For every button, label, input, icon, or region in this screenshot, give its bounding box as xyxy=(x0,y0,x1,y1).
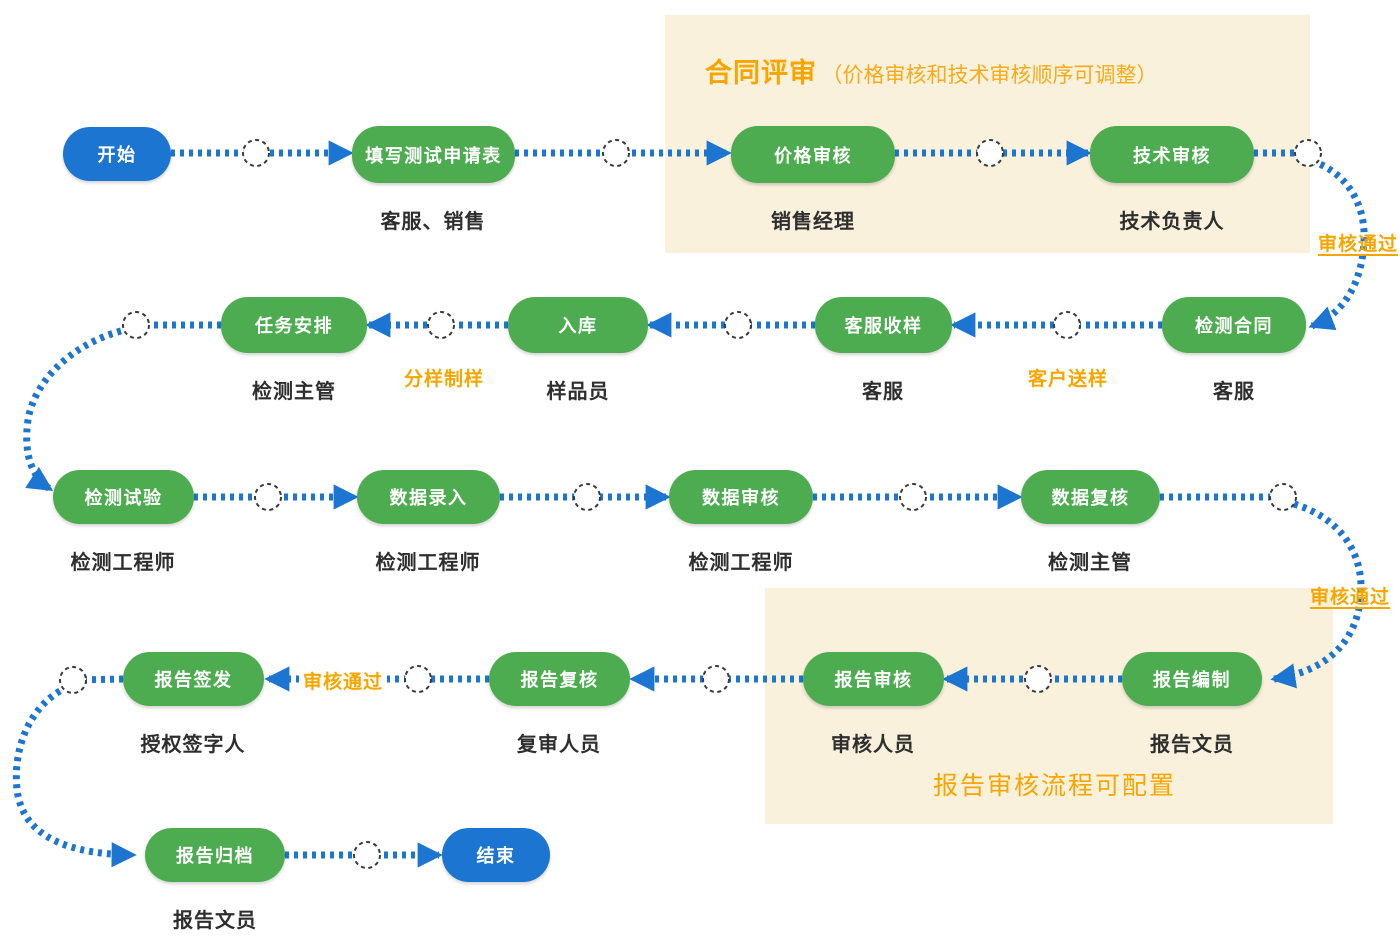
role-label-test: 检测工程师 xyxy=(70,552,176,574)
role-label-apply: 客服、销售 xyxy=(380,211,486,233)
curve-task-test xyxy=(23,327,122,492)
node-report-draft: 报告编制 xyxy=(1122,652,1262,706)
role-label-receive: 客服 xyxy=(862,381,904,403)
joint-circle xyxy=(702,665,730,693)
node-sample-receipt: 客服收样 xyxy=(815,297,952,353)
joint-circle xyxy=(427,311,455,339)
node-report-review: 报告审核 xyxy=(803,652,944,706)
node-end: 结束 xyxy=(442,828,550,882)
role-label-rrecheck: 复审人员 xyxy=(517,734,601,756)
role-label-contract: 客服 xyxy=(1213,381,1255,403)
role-label-archive: 报告文员 xyxy=(173,910,257,932)
node-data-recheck: 数据复核 xyxy=(1021,470,1160,524)
role-label-review: 检测工程师 xyxy=(688,552,794,574)
node-warehouse-in: 入库 xyxy=(508,297,648,353)
joint-circles xyxy=(59,139,1322,869)
joint-circle xyxy=(122,311,150,339)
curve-recheck-draft xyxy=(1270,500,1365,689)
annotation-customer-send-sample: 客户送样 xyxy=(1028,369,1109,390)
node-tech-review: 技术审核 xyxy=(1090,126,1254,183)
joint-circle xyxy=(59,666,87,694)
joint-circle xyxy=(1024,665,1052,693)
role-label-tech: 技术负责人 xyxy=(1119,211,1225,233)
role-label-task: 检测主管 xyxy=(252,381,336,403)
annotation-split-prepare-sample: 分样制样 xyxy=(404,369,485,390)
role-label-draft: 报告文员 xyxy=(1150,734,1234,756)
node-report-sign: 报告签发 xyxy=(123,652,264,706)
node-fill-test-application: 填写测试申请表 xyxy=(352,126,515,183)
role-label-entry: 检测工程师 xyxy=(375,552,481,574)
annotation-approve-pass-1: 审核通过 xyxy=(1318,234,1399,255)
role-label-sign: 授权签字人 xyxy=(140,734,246,756)
joint-circle xyxy=(899,483,927,511)
node-report-archive: 报告归档 xyxy=(145,828,285,882)
joint-circle xyxy=(1294,139,1322,167)
role-label-price: 销售经理 xyxy=(771,211,855,233)
role-label-stock: 样品员 xyxy=(546,381,610,403)
node-task-assignment: 任务安排 xyxy=(221,297,367,353)
joint-circle xyxy=(404,665,432,693)
contract-review-title-text: 合同评审 xyxy=(705,58,817,88)
joint-circle xyxy=(1269,483,1297,511)
contract-review-region-title: 合同评审 （价格审核和技术审核顺序可调整） xyxy=(705,51,1157,90)
node-test-contract: 检测合同 xyxy=(1162,297,1306,353)
joint-circle xyxy=(724,311,752,339)
curve-sign-archive xyxy=(12,687,137,868)
node-start: 开始 xyxy=(63,127,171,181)
report-review-region-title: 报告审核流程可配置 xyxy=(933,772,1177,800)
role-label-raudit: 审核人员 xyxy=(831,734,915,756)
node-data-entry: 数据录入 xyxy=(357,470,500,524)
joint-circle xyxy=(1053,311,1081,339)
node-price-review: 价格审核 xyxy=(731,126,895,183)
report-review-region: 报告审核流程可配置 xyxy=(765,588,1333,824)
joint-circle xyxy=(353,841,381,869)
joint-circle xyxy=(242,139,270,167)
annotation-approve-pass-2: 审核通过 xyxy=(1310,587,1391,608)
role-label-recheck: 检测主管 xyxy=(1048,552,1132,574)
annotation-approve-pass-3: 审核通过 xyxy=(299,667,388,694)
contract-review-subtitle-text: （价格审核和技术审核顺序可调整） xyxy=(821,64,1158,87)
node-data-review: 数据审核 xyxy=(669,470,813,524)
joint-circle xyxy=(602,139,630,167)
joint-circle xyxy=(573,483,601,511)
node-report-recheck: 报告复核 xyxy=(489,652,630,706)
joint-circle xyxy=(976,139,1004,167)
node-testing: 检测试验 xyxy=(53,470,194,524)
joint-circle xyxy=(254,483,282,511)
